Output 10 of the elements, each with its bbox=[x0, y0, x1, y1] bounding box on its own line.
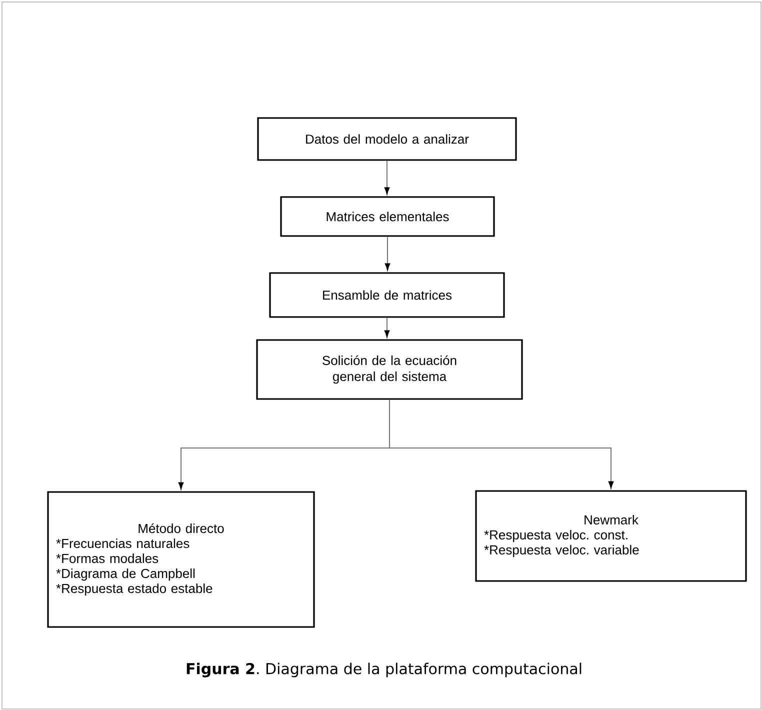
arrow bbox=[384, 160, 390, 194]
arrow bbox=[384, 236, 390, 270]
method-box: Newmark *Respuesta veloc. const. *Respuesta veloc. variable bbox=[475, 490, 747, 582]
process-box: Datos del modelo a analizar bbox=[257, 117, 517, 161]
caption: Figura 2. Diagrama de la plataforma computacional bbox=[186, 662, 582, 678]
process-box: Solición de la ecuación general del sistema bbox=[256, 339, 523, 400]
process-box: Matrices elementales bbox=[280, 196, 495, 237]
arrow bbox=[384, 317, 390, 338]
process-box: Ensamble de matrices bbox=[269, 272, 505, 318]
method-box: Método directo *Frecuencias naturales *Formas modales *Diagrama de Campbell *Respuesta estado estable bbox=[47, 491, 315, 628]
